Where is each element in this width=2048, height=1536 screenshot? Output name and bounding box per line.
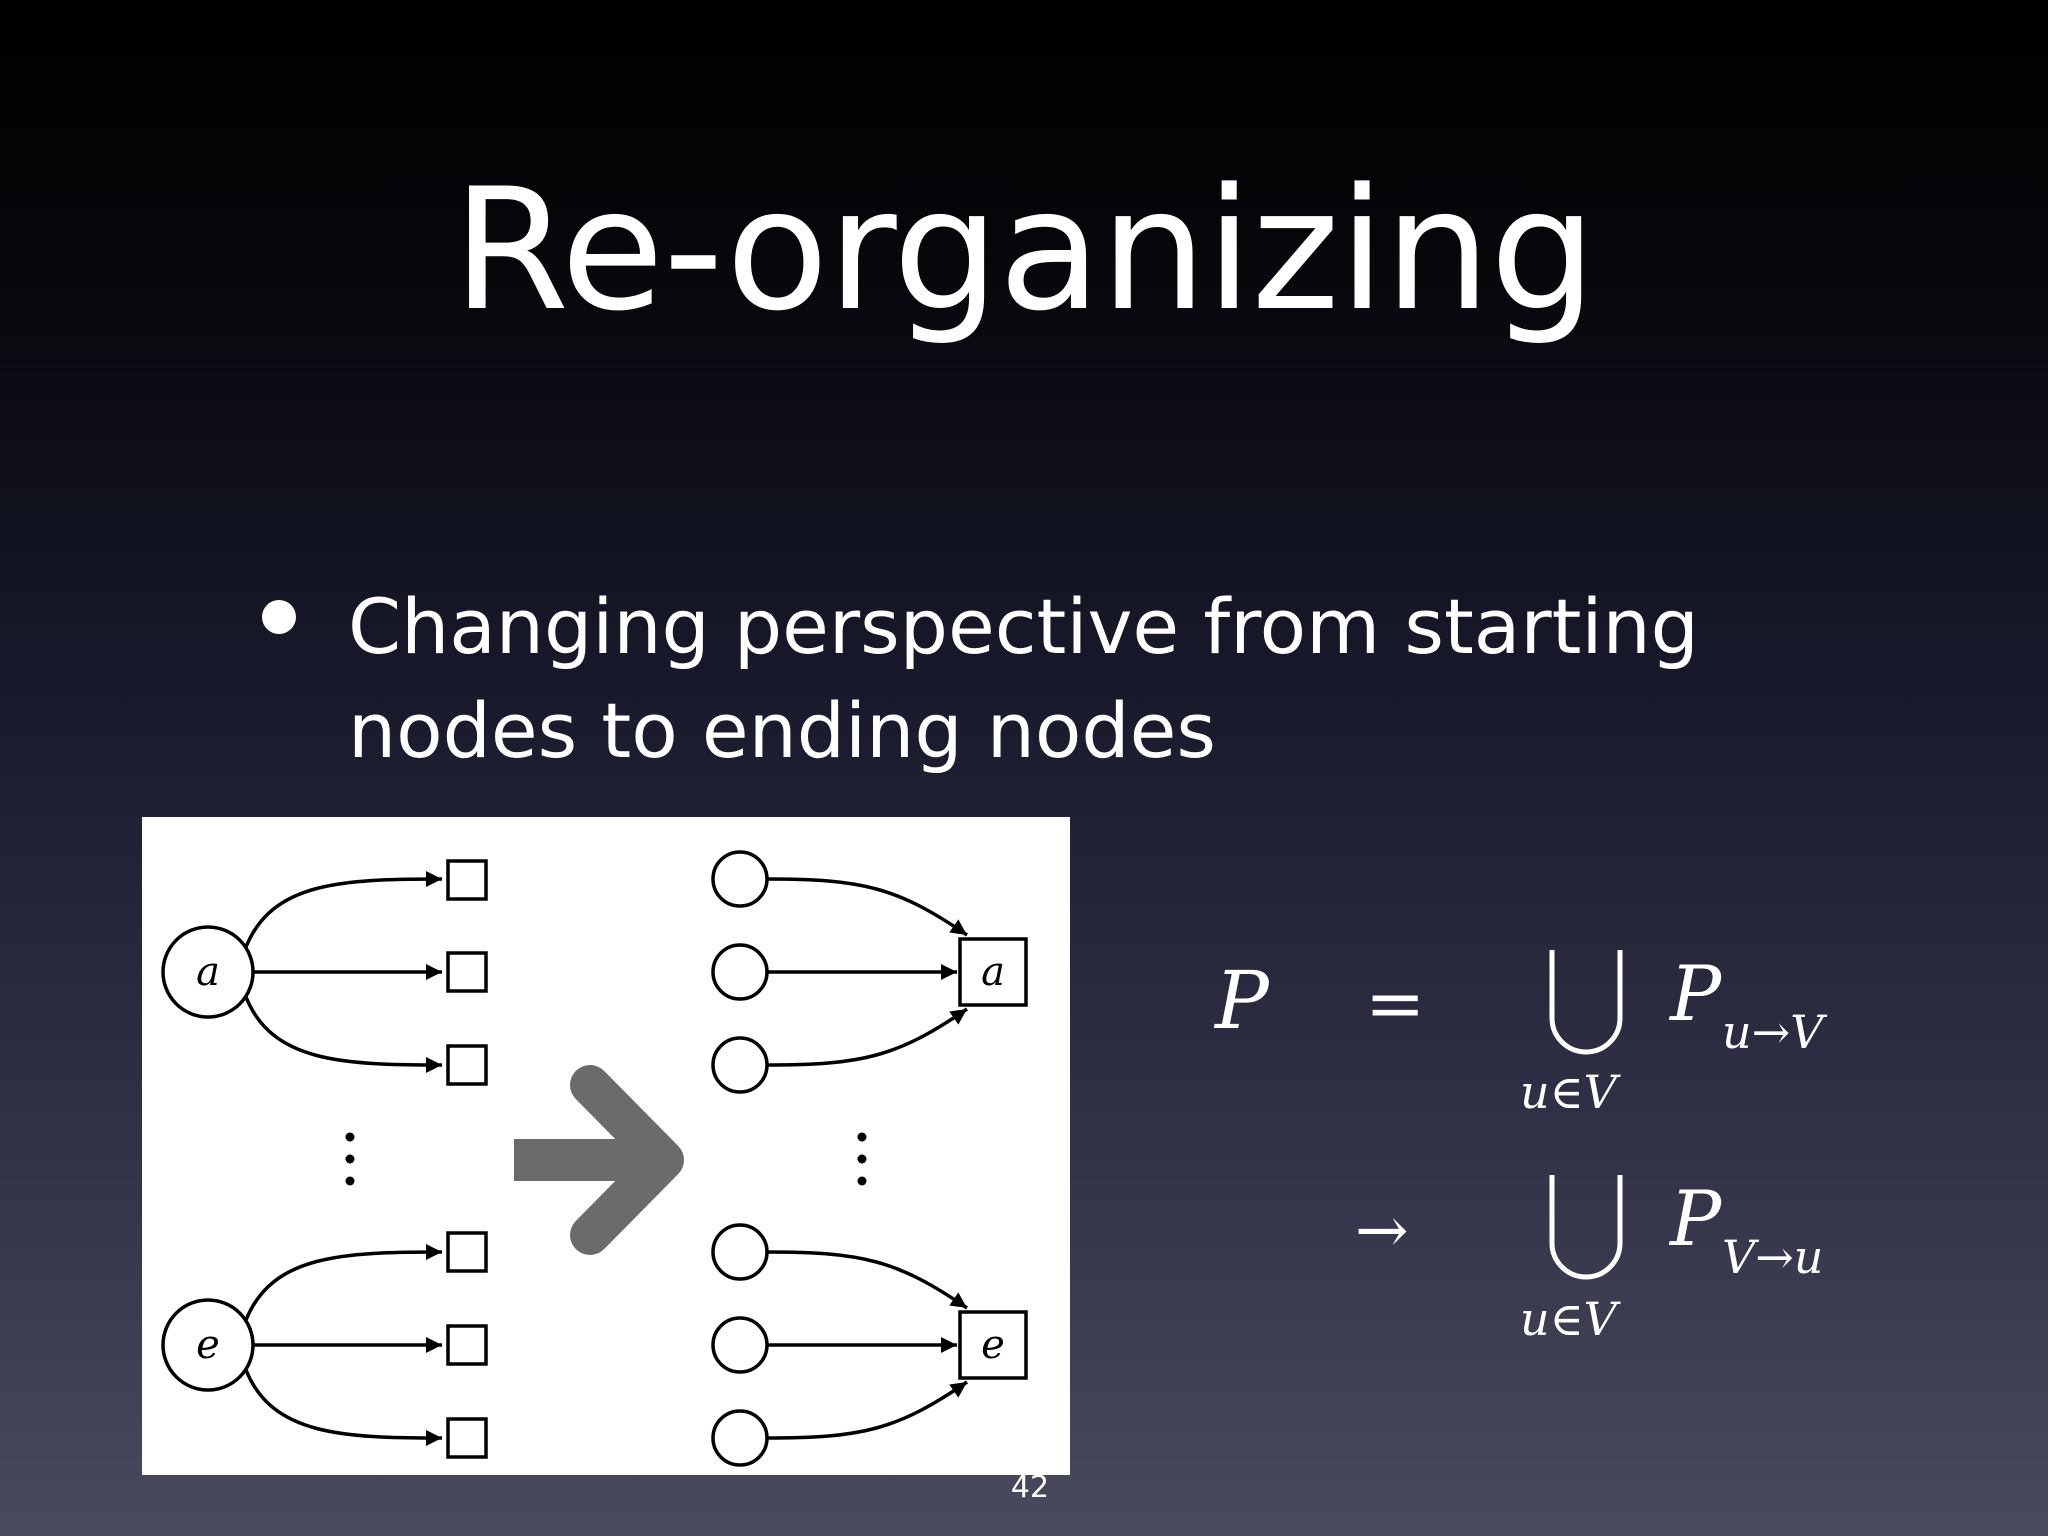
bullet-text: Changing perspective from starting nodes… xyxy=(348,582,1699,775)
bullet-point-icon xyxy=(262,600,296,634)
node-label-e: e xyxy=(981,1322,1005,1368)
formula-term: P xyxy=(1668,949,1723,1038)
end-node-e xyxy=(958,1310,1028,1380)
formula-arrow: → xyxy=(1355,1194,1409,1268)
reorganize-diagram: a e a e xyxy=(161,850,1028,1467)
union-icon xyxy=(1549,950,1623,1055)
start-circle xyxy=(711,1316,769,1374)
diagram-panel: a e a e xyxy=(142,817,1070,1475)
end-square xyxy=(446,1417,488,1459)
formula-subscript: V→u xyxy=(1722,1230,1823,1284)
node-label-e: e xyxy=(196,1322,220,1368)
start-circle xyxy=(711,943,769,1001)
start-circle xyxy=(711,850,769,908)
ellipsis-right xyxy=(857,1132,867,1186)
union-index: u∈V xyxy=(1520,1065,1622,1119)
end-square xyxy=(446,951,488,993)
union-index: u∈V xyxy=(1520,1292,1622,1346)
end-square xyxy=(446,1231,488,1273)
start-circle xyxy=(711,1223,769,1281)
end-square xyxy=(446,859,488,901)
formula-lhs: P xyxy=(1213,954,1270,1047)
page-number: 42 xyxy=(1010,1470,1050,1505)
end-node-a xyxy=(958,937,1028,1007)
formula-term: P xyxy=(1668,1174,1723,1263)
end-square xyxy=(446,1044,488,1086)
union-icon xyxy=(1549,1175,1623,1280)
formula-subscript: u→V xyxy=(1722,1005,1828,1059)
union-formula: P = → u∈V P u→V u∈V P V→u xyxy=(1213,949,1828,1346)
start-circle xyxy=(711,1036,769,1094)
node-label-a: a xyxy=(981,949,1005,995)
ellipsis-left xyxy=(345,1132,355,1186)
transform-arrow-icon xyxy=(514,1065,684,1255)
slide-title: Re-organizing xyxy=(452,152,1597,348)
formula: P = → u∈V P u→V u∈V P V→u xyxy=(1190,930,1950,1380)
end-square xyxy=(446,1324,488,1366)
start-circle xyxy=(711,1409,769,1467)
node-label-a: a xyxy=(196,949,220,995)
formula-equals: = xyxy=(1365,961,1425,1045)
